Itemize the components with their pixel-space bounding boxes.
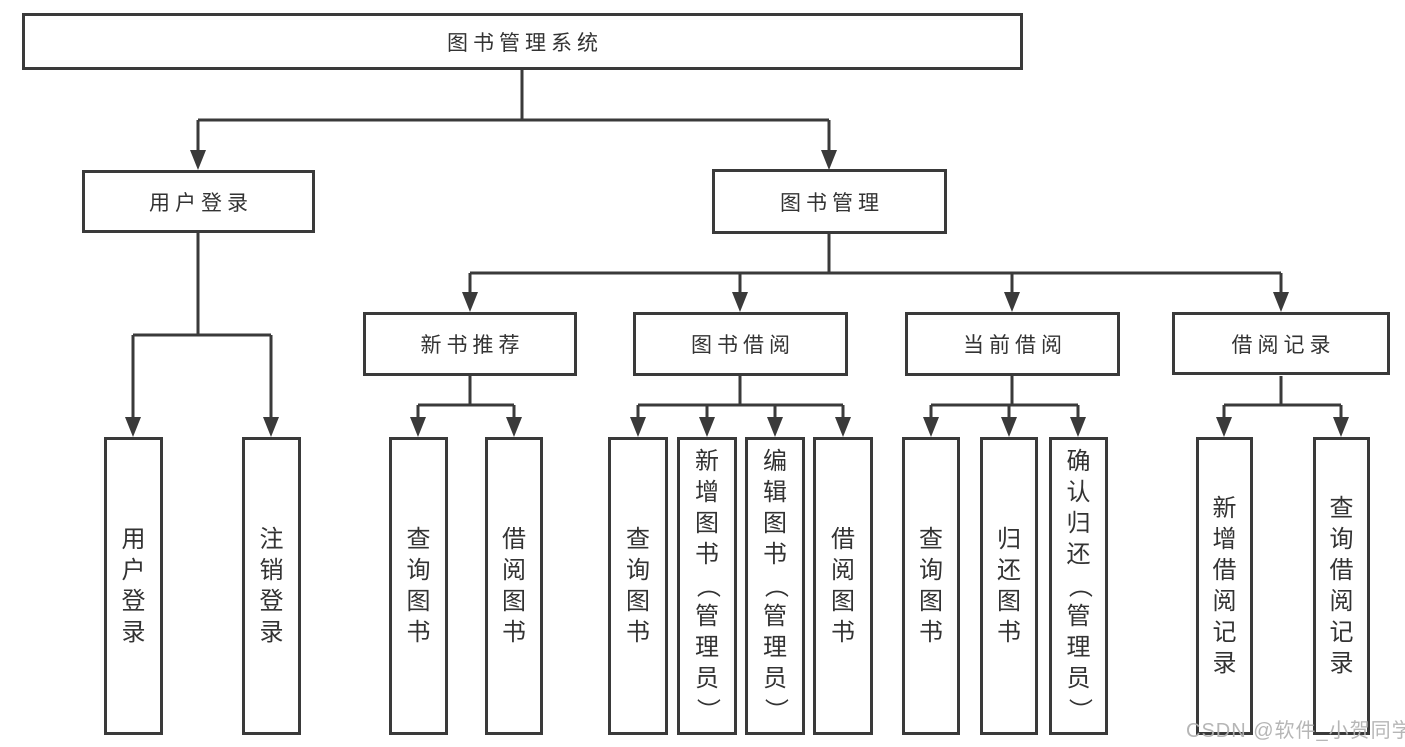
leaf-record-query-label: 查询借阅记录 bbox=[1329, 494, 1354, 677]
node-root-label: 图书管理系统 bbox=[447, 31, 603, 55]
node-borrow-record: 借阅记录 bbox=[1172, 312, 1390, 375]
leaf-current-return: 归还图书 bbox=[980, 437, 1038, 735]
leaf-current-confirm-admin: 确认归还（管理员） bbox=[1049, 437, 1108, 735]
leaf-user-login: 用户登录 bbox=[104, 437, 163, 735]
leaf-borrow-borrow-label: 借阅图书 bbox=[831, 525, 855, 646]
leaf-borrow-edit-admin: 编辑图书（管理员） bbox=[745, 437, 805, 735]
node-borrow-record-label: 借阅记录 bbox=[1231, 333, 1336, 357]
node-root-system: 图书管理系统 bbox=[22, 13, 1023, 70]
leaf-current-query-label: 查询图书 bbox=[919, 525, 943, 646]
leaf-borrow-borrow: 借阅图书 bbox=[813, 437, 873, 735]
leaf-borrow-add-admin: 新增图书（管理员） bbox=[677, 437, 737, 735]
leaf-newbook-query-label: 查询图书 bbox=[406, 525, 431, 646]
leaf-current-confirm-admin-label: 确认归还（管理员） bbox=[1065, 448, 1093, 723]
node-book-borrow-label: 图书借阅 bbox=[691, 334, 795, 357]
node-new-book-recommend: 新书推荐 bbox=[363, 312, 577, 376]
node-current-borrow-label: 当前借阅 bbox=[963, 334, 1067, 357]
leaf-borrow-edit-admin-label: 编辑图书（管理员） bbox=[762, 448, 789, 723]
leaf-borrow-query: 查询图书 bbox=[608, 437, 668, 735]
leaf-borrow-add-admin-label: 新增图书（管理员） bbox=[694, 448, 721, 723]
node-book-management: 图书管理 bbox=[712, 169, 947, 234]
leaf-current-query: 查询图书 bbox=[902, 437, 960, 735]
node-new-book-recommend-label: 新书推荐 bbox=[420, 334, 525, 357]
leaf-record-add-label: 新增借阅记录 bbox=[1212, 494, 1237, 677]
csdn-watermark: CSDN @软件_小贺同学 bbox=[1186, 720, 1405, 742]
node-book-borrow: 图书借阅 bbox=[633, 312, 848, 376]
leaf-newbook-borrow-label: 借阅图书 bbox=[502, 525, 526, 646]
node-current-borrow: 当前借阅 bbox=[905, 312, 1120, 376]
leaf-current-return-label: 归还图书 bbox=[997, 525, 1021, 646]
leaf-logout: 注销登录 bbox=[242, 437, 301, 735]
leaf-record-query: 查询借阅记录 bbox=[1313, 437, 1370, 735]
leaf-record-add: 新增借阅记录 bbox=[1196, 437, 1253, 735]
arrowheads bbox=[125, 150, 1349, 437]
leaf-newbook-query: 查询图书 bbox=[389, 437, 448, 735]
leaf-logout-label: 注销登录 bbox=[259, 525, 284, 646]
node-user-login-label: 用户登录 bbox=[149, 191, 253, 215]
leaf-newbook-borrow: 借阅图书 bbox=[485, 437, 543, 735]
leaf-borrow-query-label: 查询图书 bbox=[626, 525, 650, 646]
node-book-management-label: 图书管理 bbox=[780, 191, 884, 215]
node-user-login: 用户登录 bbox=[82, 170, 315, 233]
leaf-user-login-label: 用户登录 bbox=[121, 525, 146, 646]
